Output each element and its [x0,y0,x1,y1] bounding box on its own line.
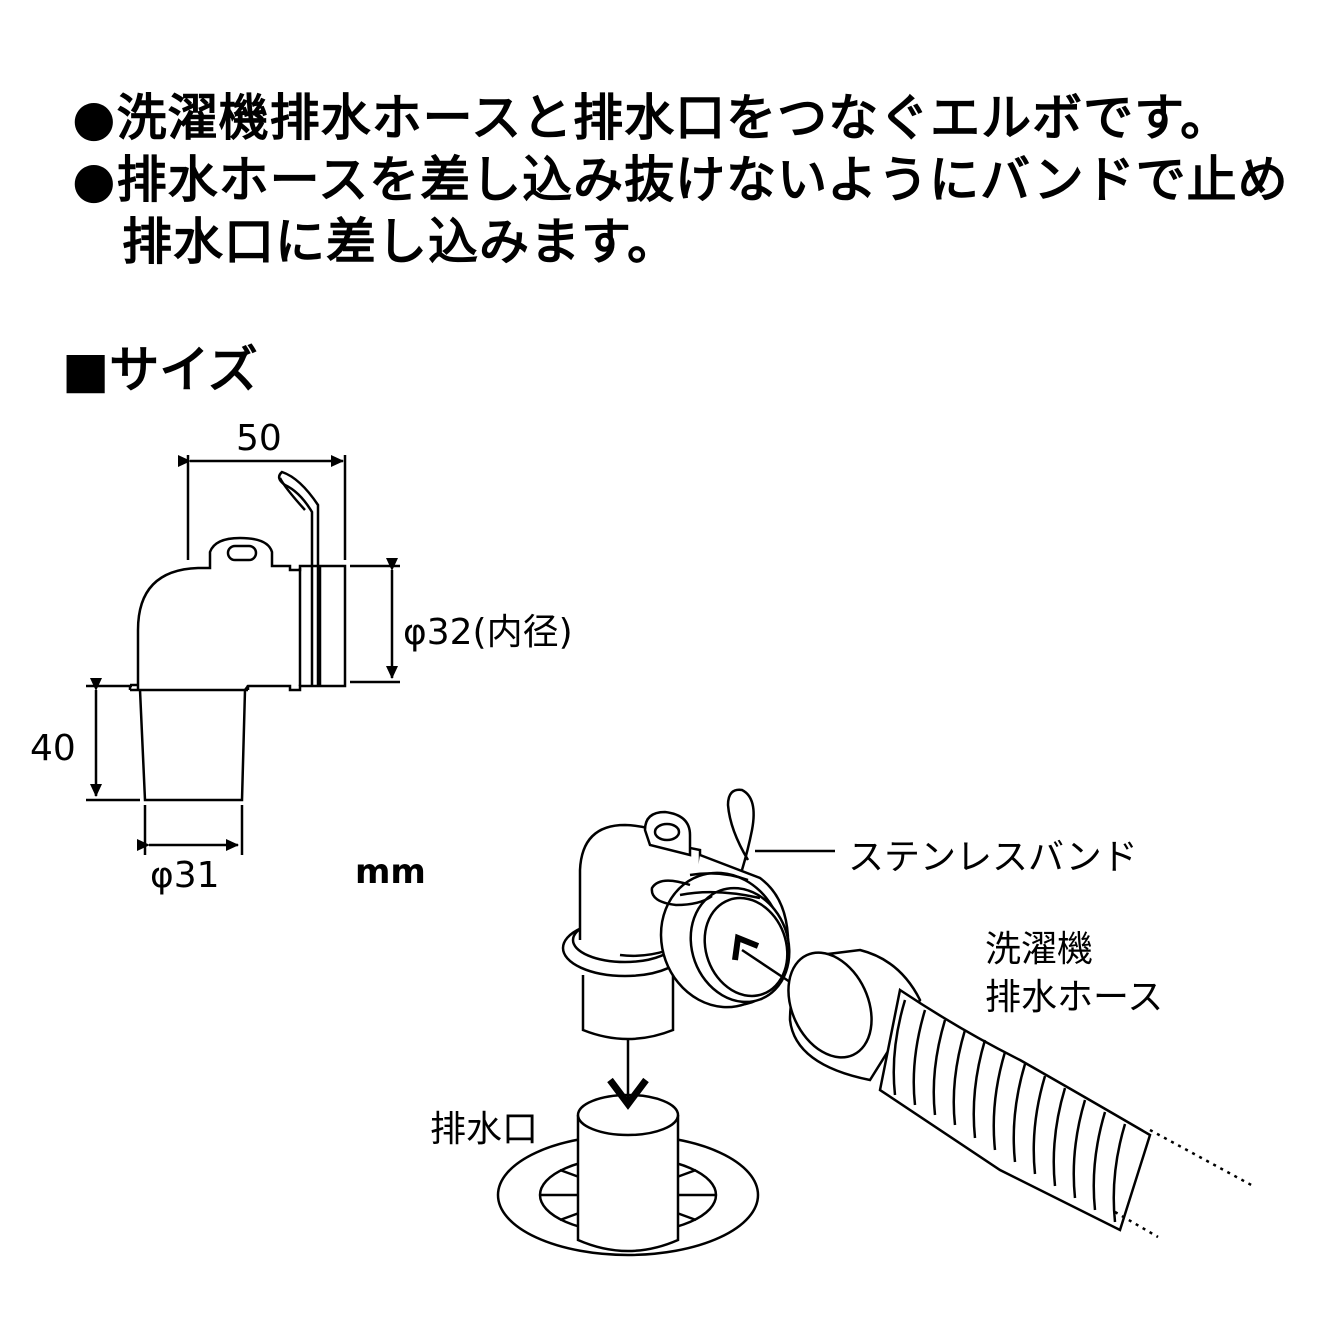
elbow-dimension-drawing [86,455,400,855]
unit-label: mm [355,852,426,892]
dimension-bottom-diameter-label: φ31 [150,855,220,896]
dimension-height-label: 40 [30,728,76,769]
description-line-1: ●洗濯機排水ホースと排水口をつなぐエルボです。 [72,89,1232,147]
hose-label-line1: 洗濯機 [985,929,1094,970]
drain-label: 排水口 [430,1109,539,1150]
dimension-width-label: 50 [236,418,282,459]
elbow-lower-tube [581,975,675,1041]
hose-label-line2: 排水ホース [985,977,1164,1018]
description-line-2: ●排水ホースを差し込み抜けないようにバンドで止め [72,151,1289,209]
dimension-inner-diameter-label: φ32(内径) [403,612,573,653]
drain-pipe [576,1115,680,1253]
band-wire [726,788,755,871]
assembly-illustration [496,788,1256,1257]
band-label: ステンレスバンド [848,837,1138,878]
description-line-3: 排水口に差し込みます。 [122,213,678,271]
size-heading: ■サイズ [62,341,258,399]
